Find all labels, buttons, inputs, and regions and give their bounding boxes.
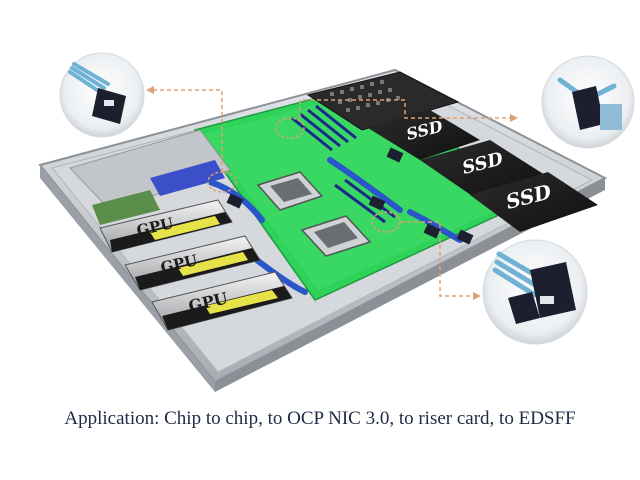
cable-connector-icon [482,239,588,345]
callout-arrowheads [146,86,518,300]
cpu-socket-icon [300,215,372,257]
cable-connector-icon [59,52,145,138]
application-caption: Application: Chip to chip, to OCP NIC 3.… [64,408,576,429]
gpu-card-icon: GPU [124,235,261,291]
drive-cage [306,71,460,131]
ssd-drive-icon: SSD [368,110,480,160]
ssd-drive-icon: SSD [470,172,598,232]
psu-bay [69,129,231,225]
gpu-card-icon: GPU [99,199,233,253]
cable-connectors [226,147,474,245]
memory-slots [291,104,396,224]
gpu-card-icon: GPU [151,271,293,331]
cable-connector-icon [541,55,635,149]
cpu-socket-icon [256,171,324,211]
callout-lines [148,89,515,297]
